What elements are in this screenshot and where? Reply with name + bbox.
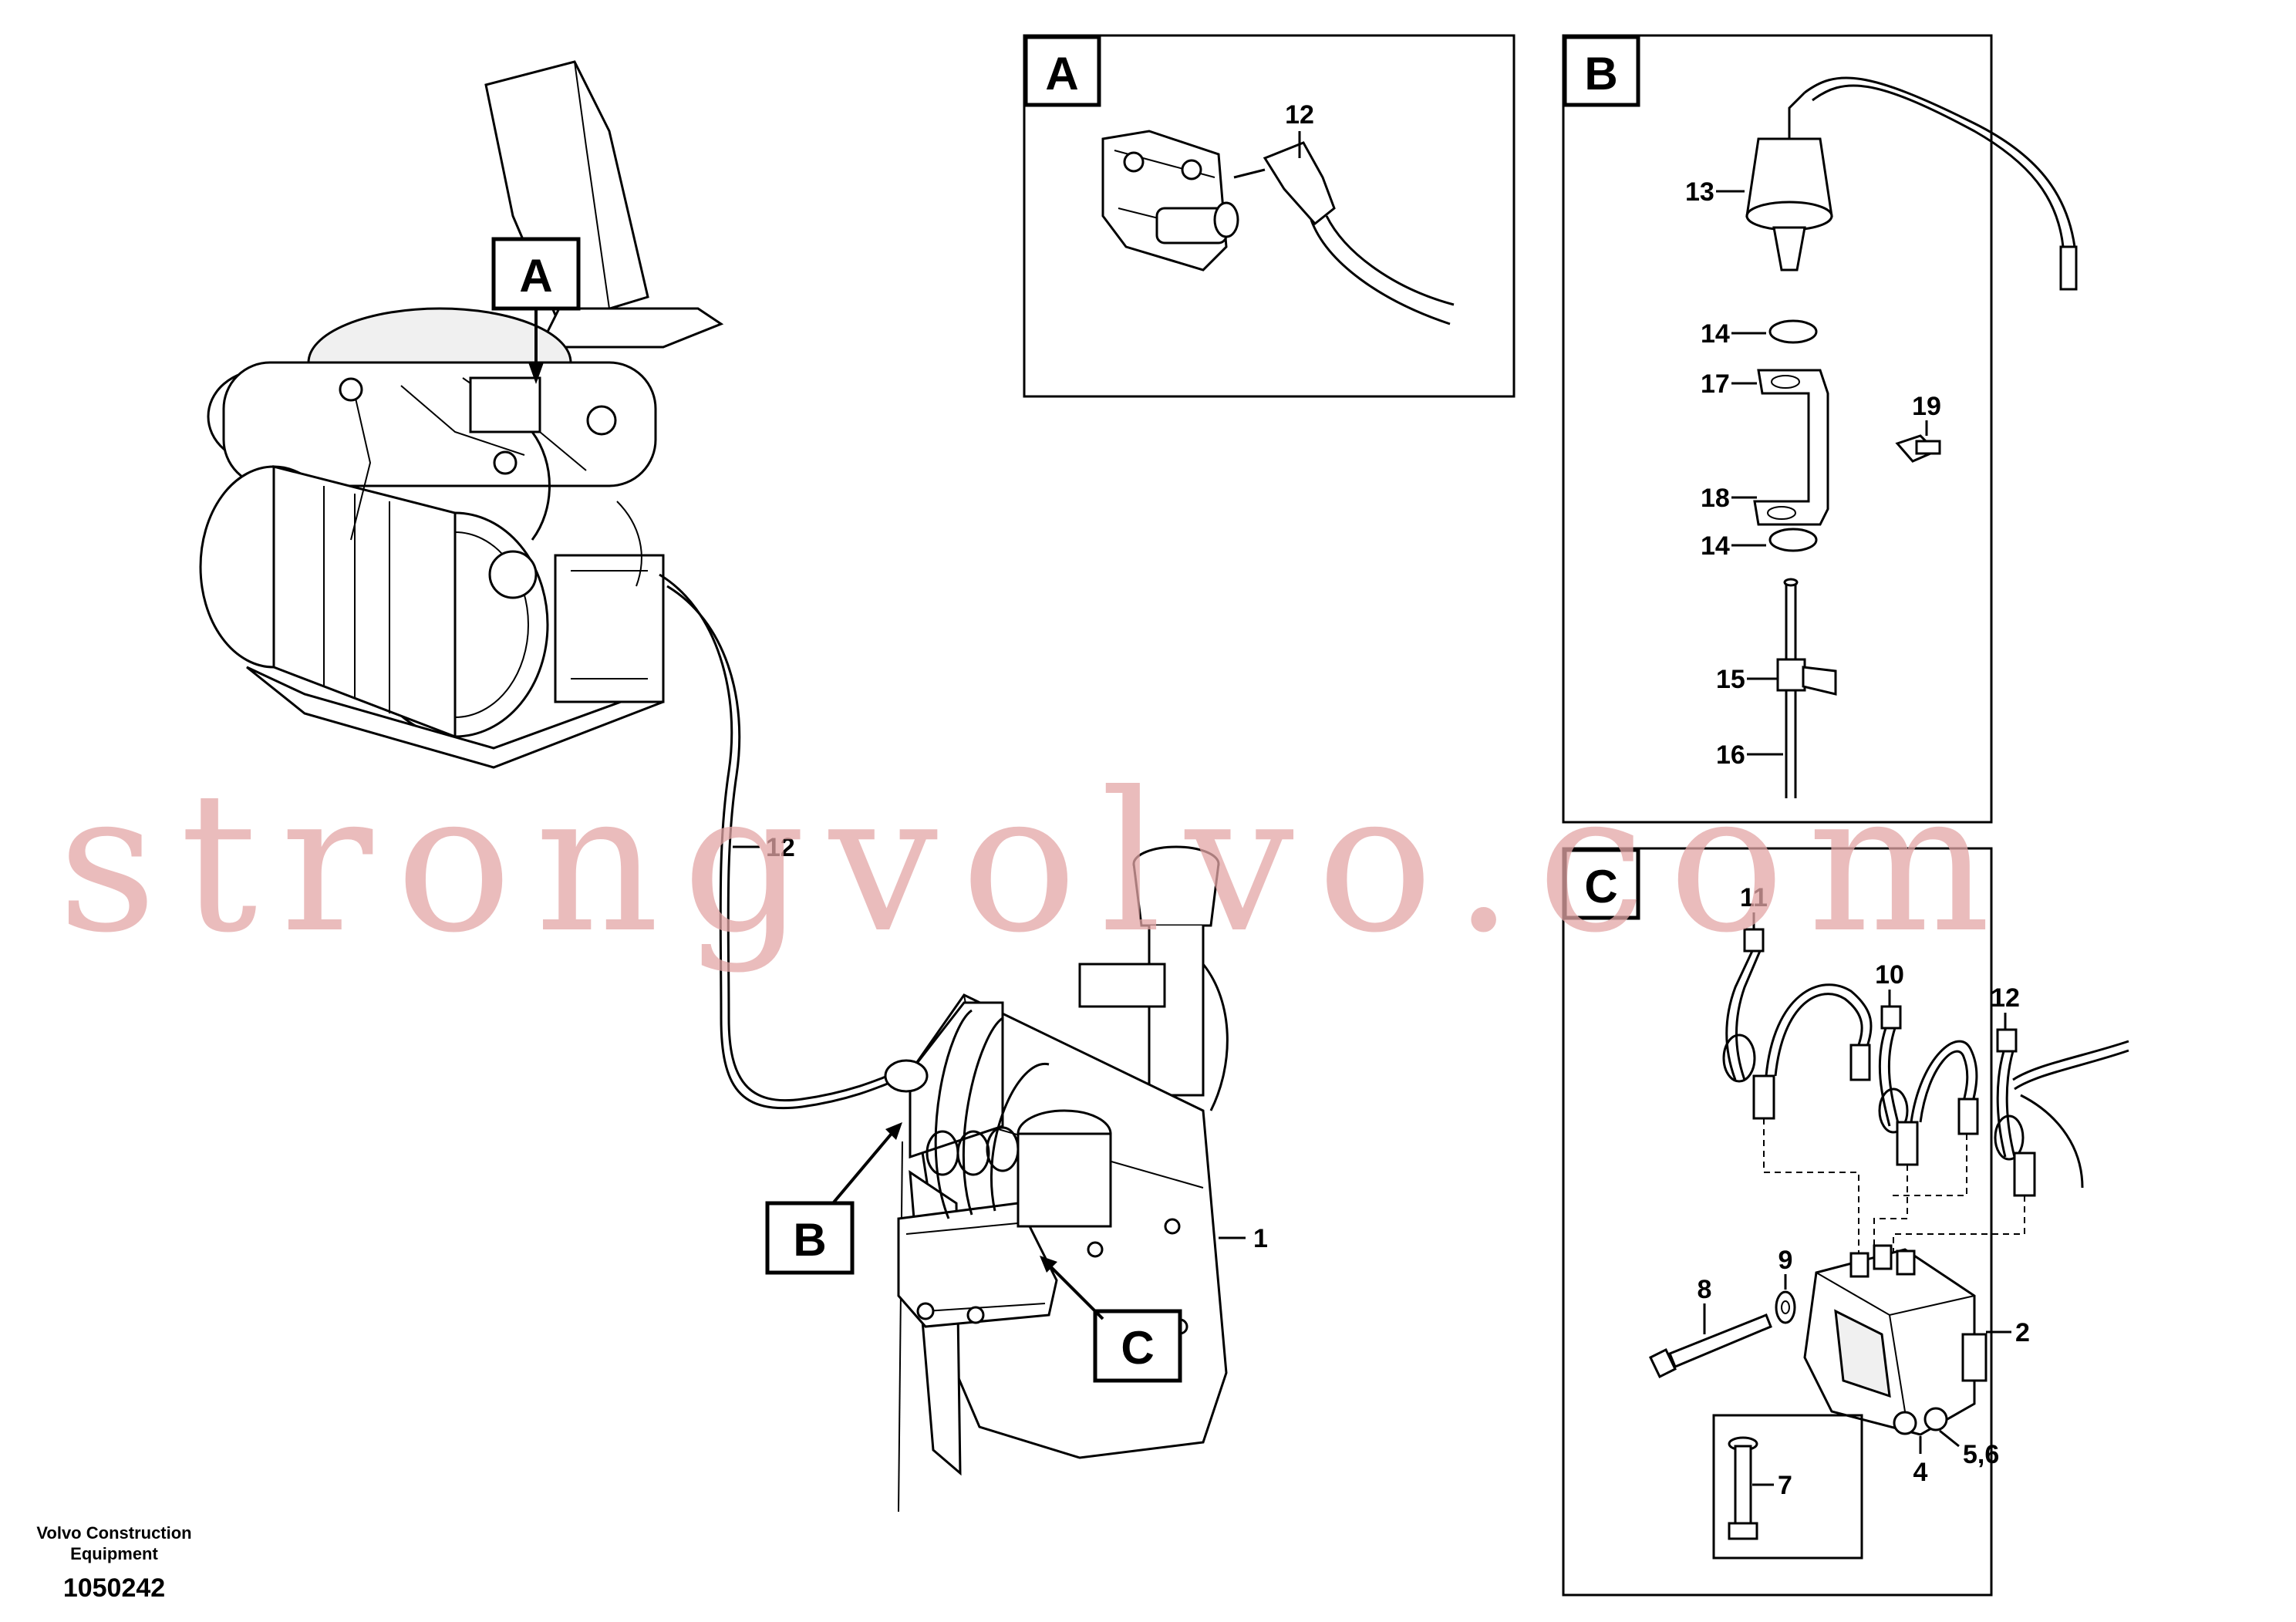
watermark: strongvolvo.com <box>58 750 2014 975</box>
view-c-callout-12: 12 <box>1991 983 2020 1013</box>
main-assembly: A B C 12 1 <box>199 60 1268 1512</box>
view-a-letter: A <box>1045 48 1078 99</box>
view-c-callout-2: 2 <box>2015 1318 2030 1347</box>
bolt-8 <box>1649 1313 1772 1379</box>
grommet-14-bottom <box>1768 528 1818 552</box>
grommet-14-top <box>1768 319 1818 344</box>
view-c-letter: C <box>1584 861 1617 912</box>
aftertreatment-unit <box>199 307 665 769</box>
view-a: A 12 <box>1023 34 1515 398</box>
view-a-hose-12 <box>1233 141 1455 325</box>
bracket-17-18 <box>1753 369 1829 526</box>
breather-13 <box>1745 76 2078 291</box>
view-b-callout-17: 17 <box>1701 369 1730 399</box>
view-b: B 13 14 17 19 <box>1562 34 2078 824</box>
drawing-number: 1050242 <box>63 1573 165 1603</box>
view-c-callout-10: 10 <box>1875 960 1904 990</box>
view-b-letter: B <box>1584 48 1617 99</box>
view-c-callout-5-6: 5,6 <box>1963 1440 1999 1469</box>
view-b-callout-14-bottom: 14 <box>1701 531 1730 561</box>
view-b-callout-14-top: 14 <box>1701 319 1730 349</box>
marker-b-label: B <box>793 1214 826 1266</box>
hose-12-main <box>659 573 907 1110</box>
pin-7 <box>1712 1414 1863 1560</box>
company-line2: Equipment <box>70 1544 158 1563</box>
hose-12-c <box>1994 1028 2129 1197</box>
bolt-19 <box>1895 434 1941 463</box>
pump-2 <box>1803 1244 1988 1436</box>
view-c-callout-8: 8 <box>1698 1275 1712 1304</box>
view-b-callout-19: 19 <box>1912 392 1941 421</box>
view-c: C 11 10 <box>1562 847 2129 1597</box>
hose-10 <box>1878 1005 1979 1166</box>
exhaust-stack <box>484 60 724 349</box>
callout-1: 1 <box>1253 1224 1268 1253</box>
view-a-callout-12: 12 <box>1285 100 1314 130</box>
marker-a-label: A <box>519 250 552 302</box>
marker-a: A <box>491 237 581 384</box>
view-c-callout-11: 11 <box>1740 883 1768 912</box>
view-b-callout-16: 16 <box>1716 740 1745 770</box>
view-b-callout-18: 18 <box>1701 484 1730 513</box>
company-line1: Volvo Construction <box>36 1523 191 1543</box>
marker-b: B <box>765 1122 902 1275</box>
view-b-callout-13: 13 <box>1685 177 1714 207</box>
filler-neck <box>1078 845 1229 1111</box>
view-c-callout-9: 9 <box>1778 1246 1793 1275</box>
marker-c: C <box>1040 1256 1182 1383</box>
pump-on-tank <box>884 1009 1112 1328</box>
hose-11 <box>1722 928 1873 1120</box>
view-c-callout-7: 7 <box>1778 1471 1792 1500</box>
view-c-callout-4: 4 <box>1913 1458 1928 1487</box>
washer-9 <box>1775 1290 1796 1324</box>
callout-12-main: 12 <box>766 833 795 862</box>
view-b-callout-15: 15 <box>1716 665 1745 694</box>
clamp-15 <box>1776 658 1837 696</box>
footer: Volvo Construction Equipment 1050242 <box>36 1523 191 1603</box>
view-a-valve <box>1101 130 1239 271</box>
marker-c-label: C <box>1121 1322 1154 1374</box>
